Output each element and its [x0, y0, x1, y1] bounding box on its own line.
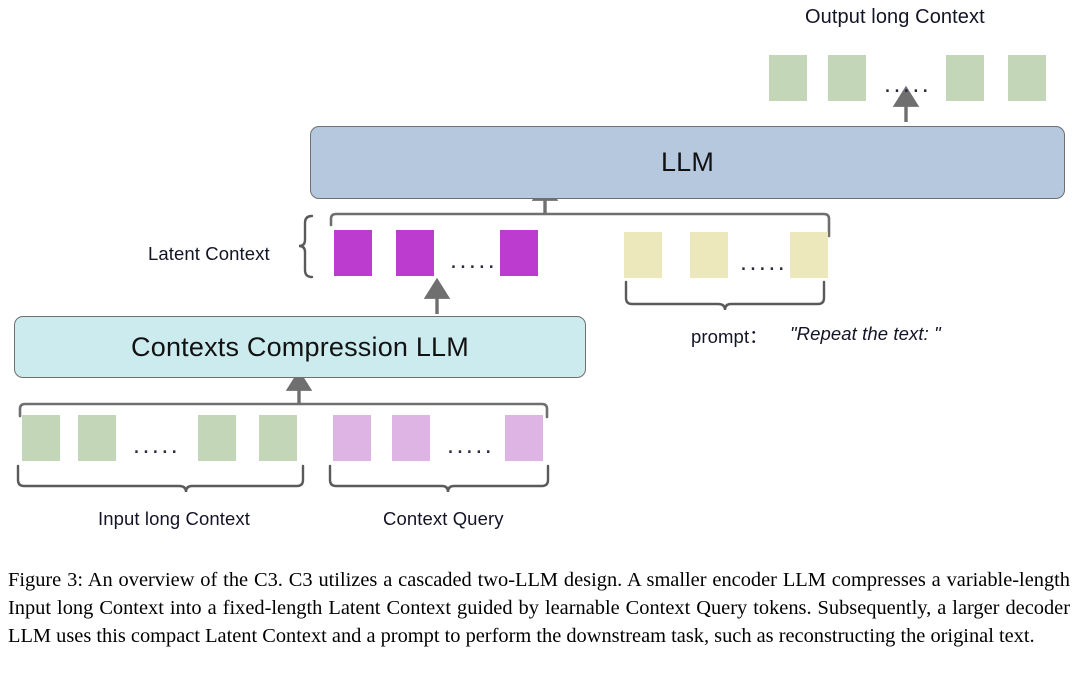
- latent-context-label: Latent Context: [148, 243, 270, 264]
- prompt-ellipsis: .....: [740, 248, 788, 276]
- brace-context-query: [328, 464, 550, 493]
- input-token: [198, 415, 236, 461]
- input-token: [259, 415, 297, 461]
- prompt-label: prompt：: [691, 326, 768, 347]
- output-token: [769, 55, 807, 101]
- decoder-llm-label: LLM: [660, 147, 715, 177]
- output-token: [1008, 55, 1046, 101]
- input-token: [78, 415, 116, 461]
- output-ellipsis: .....: [884, 70, 932, 98]
- output-long-context-title: Output long Context: [805, 6, 985, 28]
- query-token: [333, 415, 371, 461]
- latent-token: [396, 230, 434, 276]
- output-token: [828, 55, 866, 101]
- query-token: [505, 415, 543, 461]
- latent-token: [500, 230, 538, 276]
- input-long-context-label: Input long Context: [98, 508, 250, 529]
- decoder-llm-box[interactable]: LLM: [310, 126, 1065, 199]
- input-ellipsis: .....: [133, 431, 181, 459]
- context-query-label: Context Query: [383, 508, 504, 529]
- prompt-value: "Repeat the text: ": [790, 323, 941, 344]
- brace-latent-context: [298, 214, 314, 279]
- output-token: [946, 55, 984, 101]
- brace-prompt: [624, 280, 826, 311]
- encoder-compression-llm-label: Contexts Compression LLM: [131, 331, 469, 362]
- input-token: [22, 415, 60, 461]
- query-ellipsis: .....: [447, 431, 495, 459]
- figure-caption: Figure 3: An overview of the C3. C3 util…: [8, 569, 1070, 648]
- encoder-compression-llm-box[interactable]: Contexts Compression LLM: [14, 316, 586, 378]
- prompt-token: [790, 232, 828, 278]
- brace-input-long-context: [16, 464, 305, 493]
- latent-token: [334, 230, 372, 276]
- query-token: [392, 415, 430, 461]
- prompt-token: [624, 232, 662, 278]
- latent-ellipsis: .....: [450, 246, 498, 274]
- prompt-token: [690, 232, 728, 278]
